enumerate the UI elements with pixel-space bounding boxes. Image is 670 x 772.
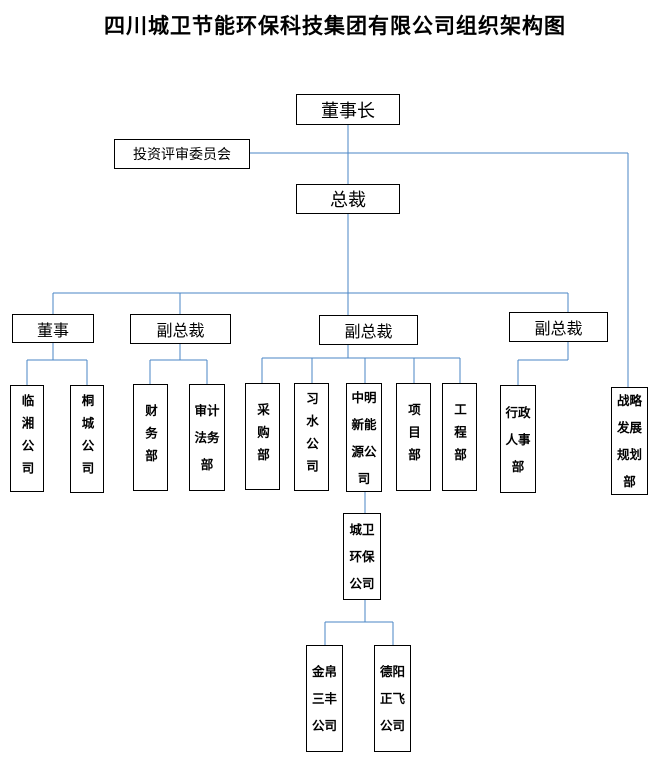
label-line: 城卫 [349, 522, 375, 537]
node-finance-dept: 财务部 [133, 384, 168, 491]
label-line: 环保 [349, 549, 375, 564]
node-xishui-company: 习水公司 [294, 383, 329, 491]
label-line: 德阳 [379, 664, 405, 679]
label-line: 金帛 [311, 664, 337, 679]
node-vp-2: 副总裁 [319, 315, 418, 345]
label-line: 战略 [616, 393, 642, 408]
label-line: 行政 [505, 404, 531, 420]
node-chairman: 董事长 [296, 94, 400, 125]
label-line: 公司 [311, 718, 337, 733]
label-line: 公司 [349, 576, 375, 591]
label-line: 新能 [351, 416, 377, 432]
node-jinbo-sanfeng-company: 金帛 三丰 公司 [306, 645, 343, 752]
label-line: 人事 [505, 431, 531, 447]
node-admin-hr-dept: 行政 人事 部 [500, 385, 536, 493]
node-tongcheng-company: 桐城公司 [70, 385, 104, 493]
node-investment-committee: 投资评审委员会 [114, 139, 250, 169]
label-line: 三丰 [311, 691, 337, 706]
node-project-dept: 项目部 [396, 383, 431, 491]
chart-title: 四川城卫节能环保科技集团有限公司组织架构图 [104, 13, 566, 38]
node-engineering-dept: 工程部 [442, 383, 477, 491]
label-line: 部 [511, 458, 525, 474]
node-chengwei-env-company: 城卫 环保 公司 [343, 513, 381, 600]
label-line: 公司 [379, 718, 405, 733]
label-line: 司 [357, 470, 371, 486]
node-strategy-dept: 战略 发展 规划 部 [611, 387, 648, 495]
node-zhongming-new-energy: 中明 新能 源公 司 [346, 383, 382, 492]
label-line: 法务 [194, 430, 220, 445]
node-audit-legal-dept: 审计 法务 部 [189, 384, 225, 491]
node-deyang-zhengfei-company: 德阳 正飞 公司 [374, 645, 411, 752]
label-line: 规划 [616, 447, 642, 462]
node-procurement-dept: 采购部 [245, 383, 280, 490]
label-line: 正飞 [379, 691, 405, 706]
label-line: 部 [200, 457, 214, 472]
node-vp-3: 副总裁 [509, 312, 608, 342]
node-president: 总裁 [296, 184, 400, 214]
label-line: 源公 [351, 443, 377, 459]
label-line: 发展 [616, 420, 642, 435]
label-line: 审计 [194, 403, 220, 418]
label-line: 部 [623, 474, 636, 489]
node-board: 董事 [12, 314, 94, 343]
label-line: 中明 [351, 389, 377, 405]
node-vp-1: 副总裁 [130, 314, 231, 344]
node-linxiang-company: 临湘公司 [10, 385, 44, 492]
